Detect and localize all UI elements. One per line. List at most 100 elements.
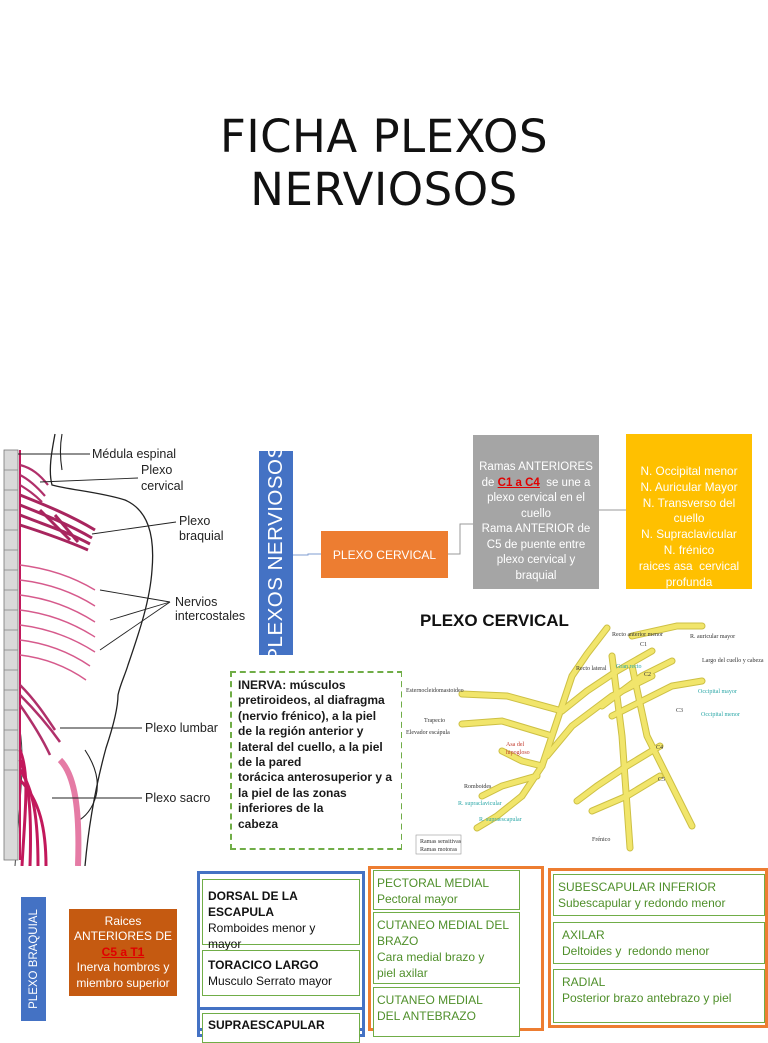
inerva-line-6: de la pared [238, 755, 302, 770]
plexo-cervical-text: PLEXO CERVICAL [332, 547, 437, 562]
inerva-line-4: de la región anterior y [238, 724, 364, 739]
plexo-braquial-text: PLEXO BRAQUIAL [27, 909, 40, 1009]
raices-c5-t1: C5 a T1 [101, 944, 145, 959]
dorsal-escapula-cell: DORSAL DE LA ESCAPULA Romboides menor y … [202, 879, 360, 951]
subescapular-desc: Subescapular y redondo menor [558, 896, 726, 910]
cutaneo-brazo-title-1: CUTANEO MEDIAL DEL [377, 918, 510, 932]
diagram-recto-lateral: Recto lateral [576, 666, 607, 672]
diagram-largo-cuello: Largo del cuello y cabeza [702, 658, 764, 664]
braquial-column-1: DORSAL DE LA ESCAPULA Romboides menor y … [197, 871, 365, 1031]
diagram-c2: C2 [644, 672, 651, 678]
diagram-legend-sensitivas: Ramas sensitivas [420, 839, 462, 845]
diagram-esternocleido: Esternocleidomastoideo [406, 688, 464, 694]
diagram-auricular-mayor: R. auricular mayor [690, 634, 735, 640]
pectoral-desc: Pectoral mayor [377, 892, 458, 906]
nervios-line-7: raices asa cervical [638, 558, 740, 573]
nervios-line-6: N. frénico [663, 542, 715, 557]
label-plexo-cervical-2: cervical [141, 479, 183, 493]
ramas-c1-c4: C1 a C4 [497, 476, 540, 489]
label-nervios-2: intercostales [175, 609, 245, 623]
label-nervios-1: Nervios [175, 595, 217, 609]
diagram-elevador: Elevador escápula [406, 730, 450, 736]
radial-desc: Posterior brazo antebrazo y piel [562, 991, 732, 1005]
subescapular-title: SUBESCAPULAR INFERIOR [558, 880, 717, 894]
connector-lines [293, 509, 626, 556]
nervios-line-8: profunda [665, 574, 713, 589]
label-plexo-cervical-1: Plexo [141, 463, 172, 477]
cutaneo-ante-title-2: DEL ANTEBRAZO [377, 1009, 476, 1023]
nervios-line-4: cuello [673, 511, 705, 526]
inerva-line-9: inferiores de la [238, 801, 324, 816]
raices-line-4: Inerva hombros y [76, 960, 170, 975]
diagram-recto-anterior: Recto anterior menor [612, 632, 663, 638]
supraescapular-cell: SUPRAESCAPULAR [202, 1013, 360, 1043]
pectoral-medial-cell: PECTORAL MEDIAL Pectoral mayor [373, 870, 520, 910]
inerva-line-3: (nervio frénico), a la piel [238, 708, 377, 723]
diagram-gran-recto: Gran recto [616, 664, 642, 670]
ramas-line-2: de C1 a C4 se une a [473, 476, 599, 492]
ramas-line-1: Ramas ANTERIORES [479, 461, 593, 473]
title-line-1: FICHA PLEXOS [219, 110, 549, 163]
dorsal-desc-2: mayor [208, 937, 242, 951]
radial-title: RADIAL [562, 975, 606, 989]
ramas-line-4: cuello [520, 507, 552, 520]
toracico-largo-cell: TORACICO LARGO Musculo Serrato mayor [202, 950, 360, 996]
cutaneo-brazo-desc-1: Cara medial brazo y [377, 950, 485, 964]
diagram-supraclavicular: R. supraclavicular [458, 801, 502, 807]
diagram-asa-1: Asa del [506, 742, 524, 748]
subescapular-inferior-cell: SUBESCAPULAR INFERIOR Subescapular y red… [553, 874, 765, 916]
ramas-line-3: plexo cervical en el [487, 492, 585, 504]
toracico-title: TORACICO LARGO [208, 958, 319, 972]
plexos-nerviosos-text: PLEXOS NERVIOSOS [264, 444, 287, 662]
diagram-legend-motoras: Ramas motoras [420, 847, 458, 853]
supraescapular-frame: SUPRAESCAPULAR [197, 1007, 365, 1043]
diagram-c4: C4 [656, 745, 663, 751]
cutaneo-brazo-title-2: BRAZO [377, 934, 419, 948]
cutaneo-brazo-desc-2: piel axilar [377, 966, 428, 980]
diagram-supraescapular: R. supraescapular [479, 817, 522, 823]
diagram-frenico: Frénico [592, 837, 610, 843]
inerva-line-7: torácica anterosuperior y a [238, 770, 393, 785]
raices-line-5: miembro superior [76, 975, 170, 990]
plexo-cervical-diagram: PLEXO CERVICAL [402, 596, 766, 858]
supraescapular-title: SUPRAESCAPULAR [208, 1018, 325, 1032]
toracico-desc: Musculo Serrato mayor [208, 974, 333, 988]
label-plexo-braquial-2: braquial [179, 529, 223, 543]
dorsal-title: DORSAL DE LA ESCAPULA [208, 889, 298, 919]
label-plexo-lumbar: Plexo lumbar [145, 721, 218, 735]
inerva-line-5: lateral del cuello, a la piel [238, 739, 383, 754]
inerva-line-1: INERVA: músculos [238, 678, 346, 692]
inerva-line-2: pretiroideos, al diafragma [238, 693, 385, 708]
axilar-desc: Deltoides y redondo menor [562, 944, 710, 958]
ramas-line-7: plexo cervical y [496, 554, 576, 566]
inerva-line-10: cabeza [238, 816, 279, 831]
diagram-occipital-menor: Occipital menor [701, 712, 740, 718]
diagram-c3: C3 [676, 708, 683, 714]
plexo-braquial-label: PLEXO BRAQUIAL [21, 897, 46, 1021]
diagram-trapecio: Trapecio [424, 718, 445, 724]
radial-cell: RADIAL Posterior brazo antebrazo y piel [553, 969, 765, 1023]
diagram-c5: C5 [658, 777, 665, 783]
plexo-cervical-box: PLEXO CERVICAL [321, 531, 448, 578]
inerva-line-8: la piel de las zonas [238, 785, 347, 800]
raices-line-1: Raices [104, 914, 142, 928]
plexo-cervical-illustration: PLEXO CERVICAL [406, 611, 764, 855]
label-medula: Médula espinal [92, 447, 176, 461]
inerva-box: INERVA: músculos pretiroideos, al diafra… [230, 671, 403, 850]
ramas-line-5: Rama ANTERIOR de [481, 523, 591, 535]
nervios-line-5: N. Supraclavicular [641, 527, 737, 542]
label-plexo-braquial-1: Plexo [179, 514, 210, 528]
raices-line-2: ANTERIORES DE [73, 929, 172, 944]
axilar-title: AXILAR [562, 928, 605, 942]
nervios-cervicales-box: N. Occipital menor N. Auricular Mayor N.… [626, 434, 752, 589]
title-line-2: NERVIOSOS [250, 163, 518, 216]
cutaneo-medial-antebrazo-cell: CUTANEO MEDIAL DEL ANTEBRAZO [373, 987, 520, 1037]
nervios-line-2: N. Auricular Mayor [640, 479, 738, 494]
braquial-column-2: PECTORAL MEDIAL Pectoral mayor CUTANEO M… [368, 866, 544, 1037]
dorsal-desc-1: Romboides menor y [208, 921, 316, 935]
ramas-anteriores-box: Ramas ANTERIORES de C1 a C4 se une a ple… [473, 435, 599, 589]
cutaneo-ante-title-1: CUTANEO MEDIAL [377, 993, 483, 1007]
anatomy-figure: Médula espinal Plexo cervical Plexo braq… [0, 430, 260, 867]
diagram-asa-2: hipogloso [506, 750, 530, 756]
ramas-line-8: braquial [515, 569, 557, 582]
